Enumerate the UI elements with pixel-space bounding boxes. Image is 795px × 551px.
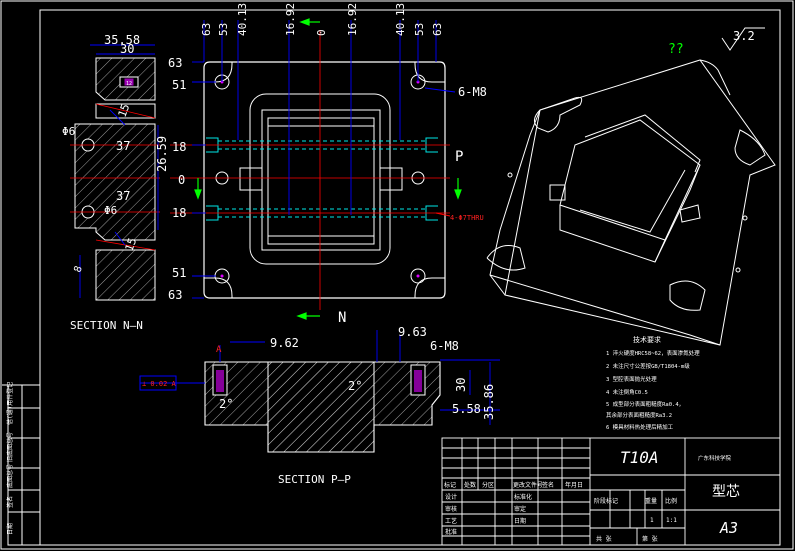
part-name: 型芯 [712,484,740,500]
nn-dim-phi6b: Φ6 [104,204,117,217]
datum-frame [139,375,177,391]
pp-dim-30: 30 [454,378,468,392]
sign-row-2: 工艺 [445,517,457,525]
pp-dim-962: 9.62 [270,336,299,350]
sign-row-1: 审核 [445,505,457,513]
pp-angle-a: 2° [219,397,233,411]
note-5: 5 成型部分表面粗糙度Ra0.4， [606,400,684,408]
technical-notes: 技术要求 1 淬火硬度HRC58~62，表面渗氮处理 2 未注尺寸公差按GB/T… [606,335,700,431]
top-dim-1: 53 [217,23,230,36]
left-dim-0: 63 [168,56,182,70]
sheet-row-0: 共 张 [596,535,612,543]
cut-label-n: N [338,310,346,326]
cut-label-p: P [455,149,463,165]
nn-dim-12: 12 [126,81,132,87]
nn-dim-8: 8 [72,265,84,274]
left-dim-2: 18 [172,140,186,154]
left-strip: 借(通)用件登记 旧底图总号 底图总号 签名 日期 [6,382,41,546]
top-view: 63 53 40.13 16.92 0 16.92 40.13 53 63 63… [168,3,487,326]
left-dim-4: 18 [172,206,186,220]
isometric-view [486,59,776,346]
top-dim-7: 53 [413,23,426,36]
section-nn-label: SECTION N—N [70,319,143,332]
nn-dim-37b: 37 [116,189,130,203]
material: T10A [620,448,659,467]
sheet-size: A3 [719,519,738,537]
unknown-mark: ?? [668,42,684,57]
note-2: 2 未注尺寸公差按GB/T1804-m级 [606,362,690,370]
nn-dim-37a: 37 [116,139,130,153]
pp-dim-thread: 6-M8 [430,339,459,353]
pp-angle-b: 2° [348,379,362,393]
strip-label-1: 旧底图总号 [6,432,14,462]
pp-dim-3586: 35.86 [482,384,496,420]
left-dim-5: 51 [172,266,186,280]
nn-dim-height: 26.59 [155,136,169,172]
datum-a-label: A [216,345,222,355]
rev-header-1: 处数 [464,481,476,489]
left-dim-6: 63 [168,288,182,302]
top-dim-5: 16.92 [346,3,359,36]
scale-row-1: 重量 [645,497,657,505]
sheet-row-1: 第 张 [642,535,658,543]
nn-dim-35: 35.58 [104,33,140,47]
notes-title: 技术要求 [633,335,661,344]
note-7: 6 模具材料热处理后精加工 [606,423,674,431]
strip-label-4: 日期 [6,523,14,535]
title-block-text: 标记 处数 分区 更改文件号 签名 年月日 设计 审核 工艺 批准 标准化 审定… [444,454,732,543]
screw-hole-br [410,268,426,284]
roughness-symbol [721,27,765,51]
scale-row-2: 比例 [665,497,677,505]
left-dim-1: 51 [172,78,186,92]
std-row-1: 审定 [514,505,526,513]
std-row-0: 标准化 [514,493,532,501]
note-1: 1 淬火硬度HRC58~62，表面渗氮处理 [606,349,700,357]
company-name: 广东科技学院 [698,454,732,462]
count-value: 1 [650,517,654,524]
note-6: 其余部分表面粗糙度Ra3.2 [606,411,672,419]
rev-header-4: 签名 [542,481,554,489]
callout-6m8: 6-M8 [458,85,487,99]
sign-row-3: 批准 [445,528,457,536]
section-nn-view: 35.58 30 12 15 Φ6 37 26.59 37 Φ6 15 8 SE… [62,33,169,332]
note-3: 3 型腔表面抛光处理 [606,375,657,383]
nn-dim-30: 30 [120,42,134,56]
section-pp-label: SECTION P—P [278,473,351,486]
top-dim-4: 0 [315,29,328,36]
scale-value: 1:1 [666,517,677,524]
pp-dim-558: 5.58 [452,402,481,416]
callout-thru: 4-Φ7THRU [450,214,484,222]
left-dim-3: 0 [178,173,185,187]
top-dim-8: 63 [431,23,444,36]
roughness-value: 3.2 [733,29,755,43]
top-dim-3: 16.92 [284,3,297,36]
rev-header-2: 分区 [482,481,494,489]
nn-dim-15a: 15 [116,102,133,119]
pp-dim-963: 9.63 [398,325,427,339]
section-pp-view: ⊥ 0.02 A A 9.62 9.63 6-M8 2° 2° 30 5.58 … [139,325,500,486]
strip-label-3: 签名 [6,496,14,508]
title-block [441,437,781,546]
rev-header-0: 标记 [444,481,456,489]
nn-dim-phi6a: Φ6 [62,125,75,138]
rev-header-5: 年月日 [565,481,583,489]
sign-row-0: 设计 [445,493,457,501]
top-dim-0: 63 [200,23,213,36]
strip-label-0: 借(通)用件登记 [6,382,14,425]
top-dim-6: 40.13 [394,3,407,36]
note-4: 4 未注倒角C0.5 [606,388,648,396]
datum-text: ⊥ 0.02 A [142,380,177,388]
std-row-2: 日期 [514,517,526,525]
rev-header-3: 更改文件号 [513,481,543,489]
nn-dim-15b: 15 [123,236,140,253]
scale-row-0: 阶段标记 [594,497,618,505]
strip-label-2: 底图总号 [6,464,14,488]
top-dim-2: 40.13 [236,3,249,36]
